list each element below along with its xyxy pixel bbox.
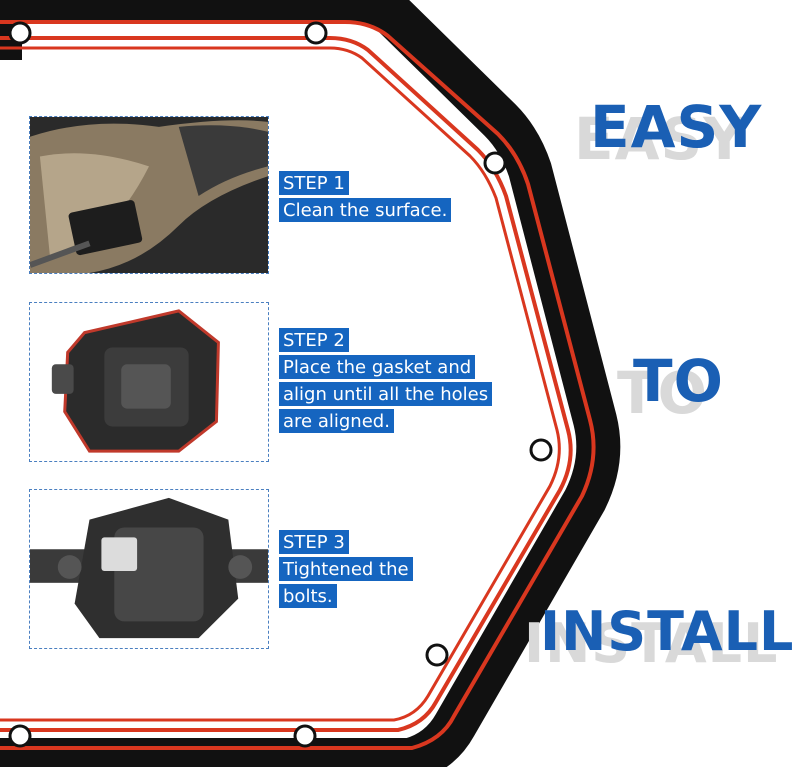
step-2-text: STEP 2 Place the gasket and align until … bbox=[279, 328, 493, 433]
step-2-line-2: align until all the holes bbox=[279, 382, 493, 406]
headline-easy: EASY bbox=[590, 93, 763, 161]
headline-to: TO bbox=[633, 347, 724, 415]
step-2-photo bbox=[29, 302, 269, 462]
step-3-title: STEP 3 bbox=[279, 530, 349, 554]
step-3-photo bbox=[29, 489, 269, 649]
step-1-photo bbox=[29, 116, 269, 274]
step-2-line-1: Place the gasket and bbox=[279, 355, 476, 379]
step-3-line-2: bolts. bbox=[279, 584, 337, 608]
step-2-title: STEP 2 bbox=[279, 328, 349, 352]
step-3-text: STEP 3 Tightened the bolts. bbox=[279, 530, 413, 608]
step-2-line-3: are aligned. bbox=[279, 409, 394, 433]
step-1-title: STEP 1 bbox=[279, 171, 349, 195]
step-1-text: STEP 1 Clean the surface. bbox=[279, 171, 452, 222]
step-1-line-1: Clean the surface. bbox=[279, 198, 452, 222]
step-3-line-1: Tightened the bbox=[279, 557, 413, 581]
headline-install: INSTALL bbox=[540, 600, 795, 663]
